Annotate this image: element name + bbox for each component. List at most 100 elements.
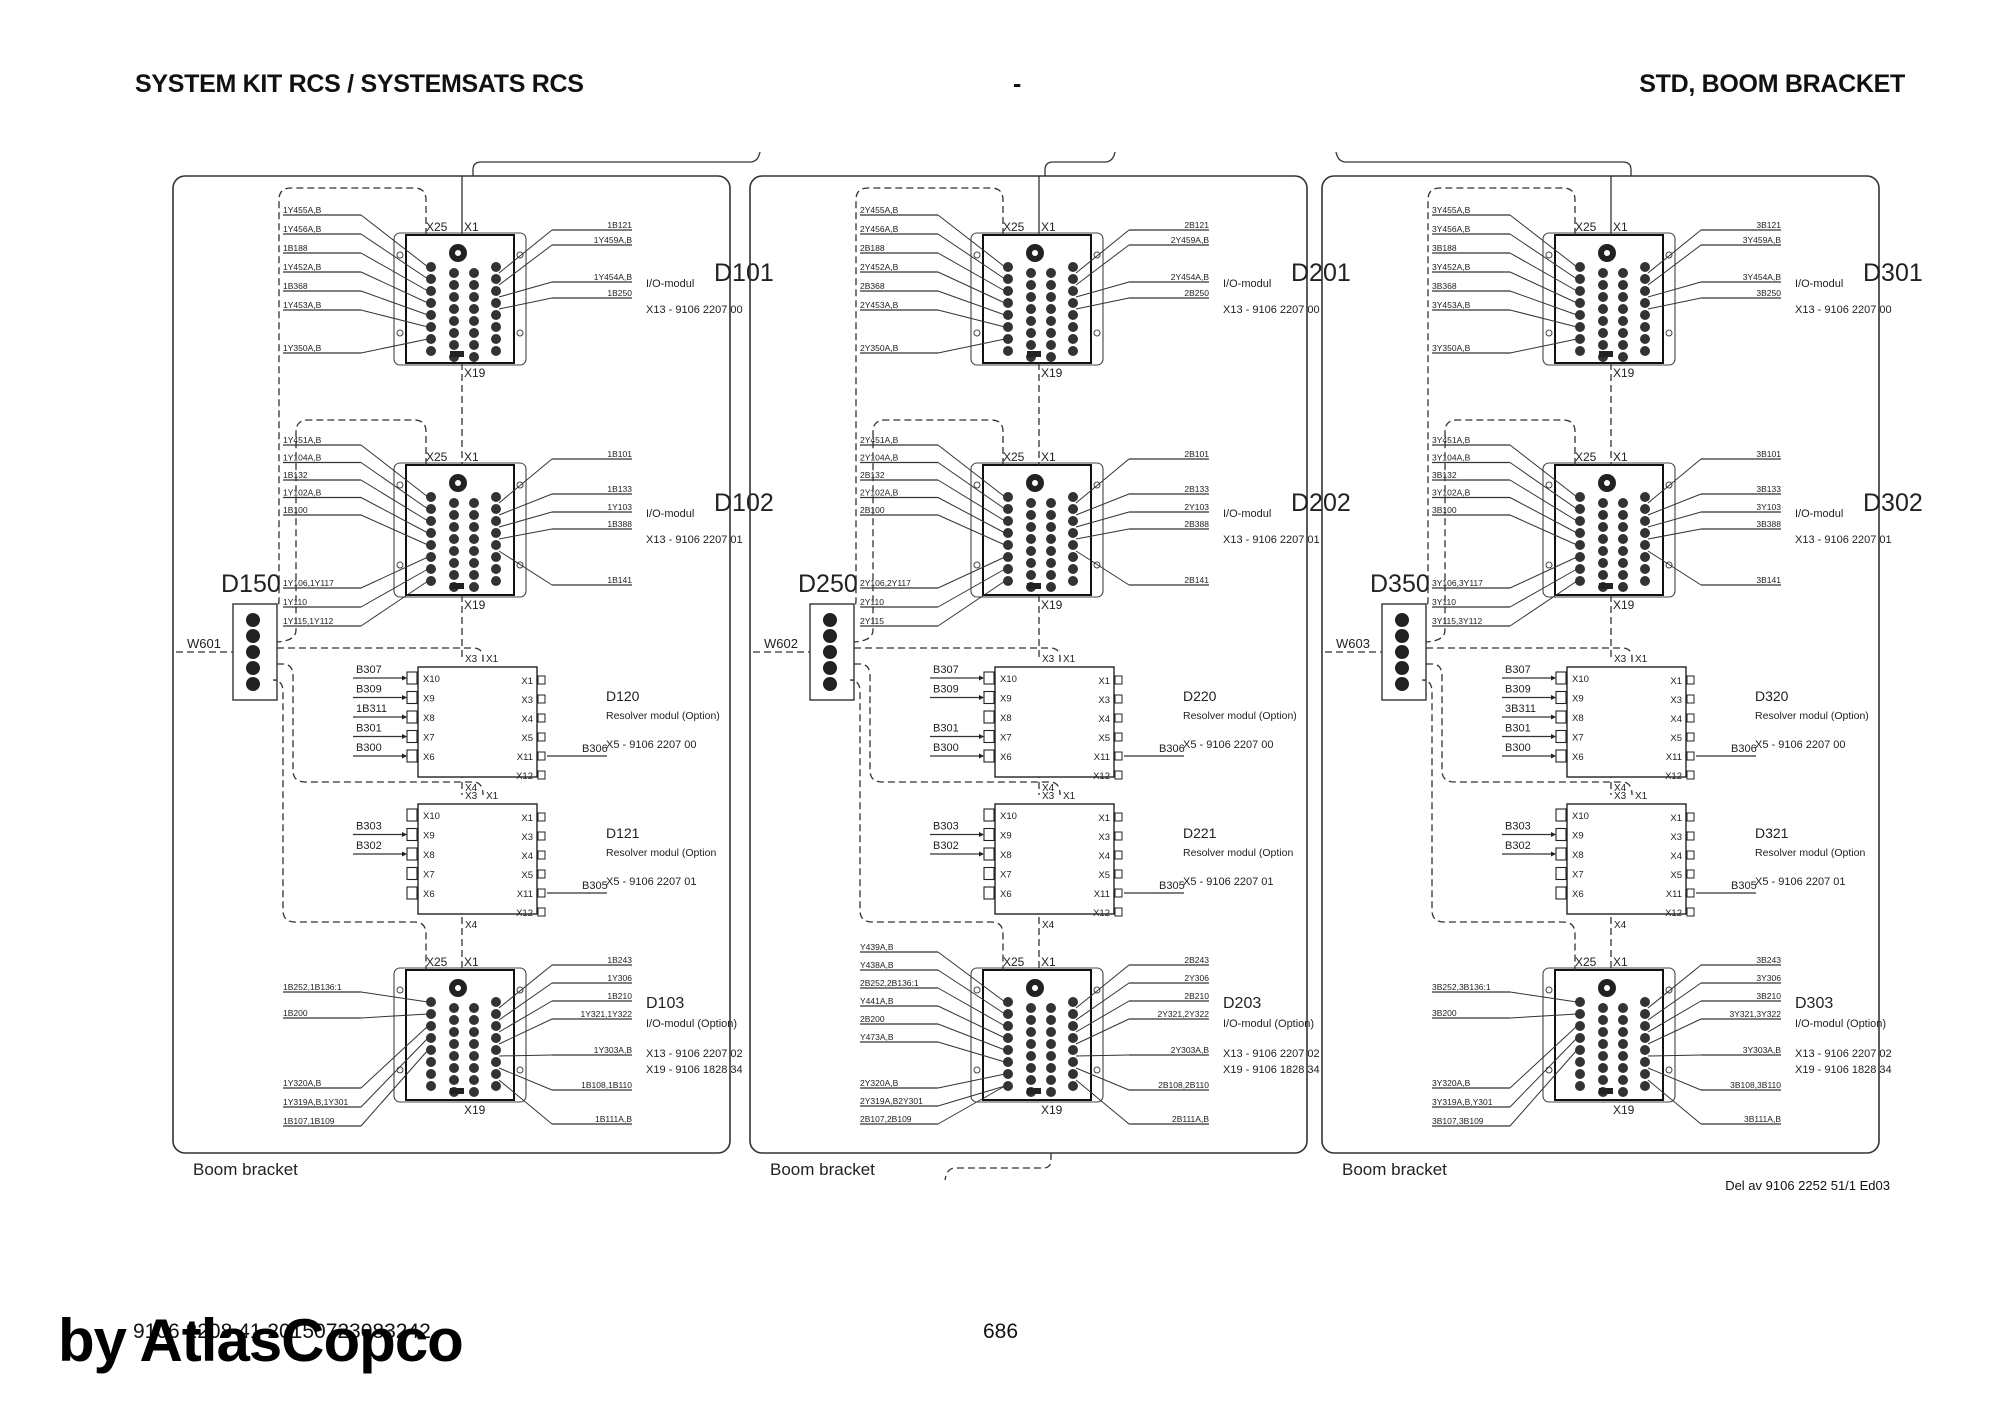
io-port-icon [491,286,501,296]
io-port-icon [1026,1039,1036,1049]
connector-label-x3: X3 [1042,654,1055,665]
io-port-icon [1068,1069,1078,1079]
signal-label: 1Y455A,B [283,205,322,215]
resolver-output-port-icon [1686,831,1695,841]
io-port-icon [469,280,479,290]
mount-hole-icon [1665,329,1673,337]
io-port-icon [449,1039,459,1049]
resolver-output-port-icon [537,694,546,704]
boom-bracket-frame [749,175,1308,1154]
signal-wire [937,568,1006,608]
signal-wire [498,244,553,286]
signal-wire [937,271,1006,304]
header-separator: - [1013,70,1022,98]
signal-label: 1B250 [607,288,632,298]
io-port-icon [1618,340,1628,350]
io-port-icon [1046,522,1056,532]
mount-hole-icon [516,561,524,569]
io-port-icon [491,564,501,574]
port-label: X6 [1572,889,1584,900]
io-port-icon [1026,534,1036,544]
signal-wire [1075,1054,1130,1057]
io-port-icon [1003,540,1013,550]
port-label: X10 [1000,674,1017,685]
io-port-icon [1640,1057,1650,1067]
io-port-icon [426,1045,436,1055]
signal-wire [498,550,553,586]
port-label: X10 [1572,811,1589,822]
io-port-icon [426,1057,436,1067]
port-label: X7 [1000,733,1012,744]
signal-label: 1Y320A,B [283,1078,322,1088]
resolver-output-port-icon [537,732,546,742]
io-port-icon [1026,280,1036,290]
signal-wire [937,1085,1006,1107]
signal-label: 3Y319A,B,Y301 [1432,1097,1493,1107]
signal-label: 1Y451A,B [283,435,322,445]
io-port-icon [1598,1039,1608,1049]
io-port-icon [1618,1063,1628,1073]
io-port-icon [469,570,479,580]
dashed-cable-x25-mid [272,419,427,643]
mount-hole-icon [516,481,524,489]
io-port-icon [491,492,501,502]
io-port-icon [1068,262,1078,272]
connector-label-x19: X19 [1613,366,1635,380]
signal-label: 2B141 [1184,575,1209,585]
signal-label: 1Y456A,B [283,224,322,234]
signal-wire [360,309,429,328]
signal-label: 1B252,1B136:1 [283,982,342,992]
port-label: X8 [1572,850,1584,861]
signal-label: 2Y319A,B2Y301 [860,1096,923,1106]
port-label: X3 [1098,695,1110,706]
connector-label-x25: X25 [1575,450,1597,464]
module-part-number: X13 - 9106 2207 02 [646,1048,743,1060]
port-label: X9 [1572,694,1584,705]
signal-wire [498,964,553,1009]
connector-label-x4: X4 [465,783,478,794]
io-port-icon [1068,1033,1078,1043]
io-port-icon [1618,1027,1628,1037]
connector-label-x4: X4 [1614,920,1627,931]
io-port-icon [1003,346,1013,356]
io-port-icon [449,328,459,338]
sensor-label: B305 [1159,880,1185,892]
io-port-icon [426,322,436,332]
connector-label-x1: X1 [1613,220,1628,234]
signal-wire [937,233,1006,280]
port-label: X9 [1000,831,1012,842]
signal-wire [937,462,1006,510]
io-port-icon [1598,1051,1608,1061]
port-label: X7 [1572,870,1584,881]
connector-label-x1: X1 [1063,654,1076,665]
io-port-icon [1640,310,1650,320]
resolver-output-port-icon [1114,694,1123,704]
signal-label: 1B368 [283,281,308,291]
cable-route-top [1044,151,1116,176]
module-name: D302 [1863,489,1923,517]
mount-hole-icon [1093,481,1101,489]
signal-label: Y438A,B [860,960,894,970]
main-connector-pin [455,250,461,256]
signal-label: 3B188 [1432,243,1457,253]
signal-label: 3Y106,3Y117 [1432,578,1483,588]
mount-hole-icon [1545,986,1553,994]
arrow-icon [979,851,984,857]
signal-wire [1509,556,1578,589]
signal-label: 2B108,2B110 [1158,1080,1209,1090]
io-port-icon [1026,558,1036,568]
signal-wire [937,252,1006,292]
port-label: X12 [1665,908,1682,919]
dashed-cable-x25-mid [1421,419,1576,643]
signal-label: 3B250 [1756,288,1781,298]
connector-label-x1: X1 [1613,450,1628,464]
io-port-icon [1575,346,1585,356]
io-port-icon [1618,534,1628,544]
io-port-icon [491,540,501,550]
io-port-icon [469,498,479,508]
io-port-icon [449,1051,459,1061]
io-port-icon [1575,552,1585,562]
boom-bracket-frame [1321,175,1880,1154]
module-label-plate [1027,1088,1041,1094]
